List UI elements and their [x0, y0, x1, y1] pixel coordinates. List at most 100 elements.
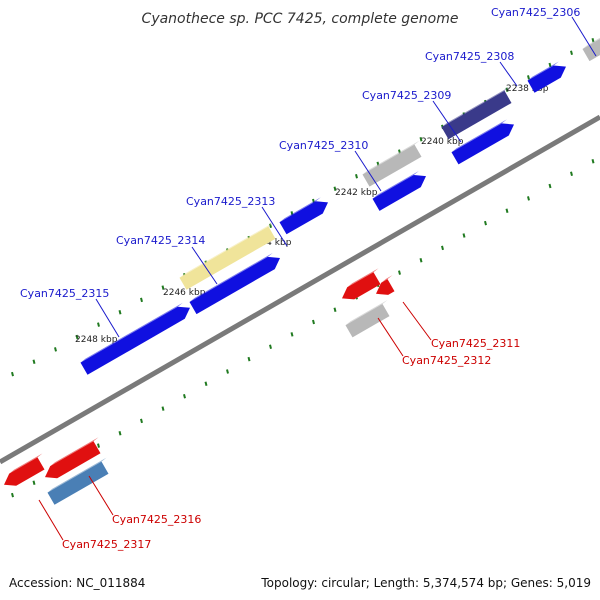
tick-lower — [269, 344, 272, 350]
gene-label-2317[interactable]: Cyan7425_2317 — [62, 538, 151, 551]
tick-lower — [183, 393, 186, 399]
tick-upper — [527, 75, 530, 80]
cds-2310[interactable] — [372, 171, 427, 211]
leader-line-2317 — [38, 499, 64, 541]
cds-2308[interactable] — [527, 61, 567, 93]
leader-lines — [38, 16, 597, 541]
cds-2311[interactable] — [376, 275, 395, 295]
tick-upper — [11, 371, 14, 377]
cds-2315-bevel — [80, 302, 183, 363]
tick-lower — [161, 406, 165, 411]
cds-2315[interactable] — [80, 302, 191, 375]
kbp-label-2248: 2248 kbp — [75, 335, 118, 345]
leader-line-2309 — [432, 100, 462, 143]
cds-2317-bevel — [9, 453, 43, 474]
tick-lower — [441, 245, 444, 251]
genome-summary-text: Topology: circular; Length: 5,374,574 bp… — [260, 576, 591, 590]
gene-2310-body — [362, 144, 422, 187]
tick-upper — [333, 186, 337, 191]
tick-upper — [97, 322, 100, 327]
tick-upper — [548, 62, 552, 68]
gene-label-2316[interactable]: Cyan7425_2316 — [112, 513, 201, 526]
gene-2316-body — [47, 461, 109, 505]
leader-line-2316 — [88, 475, 114, 516]
tick-lower — [505, 208, 509, 214]
cds-2316[interactable] — [45, 437, 101, 479]
gene-2311[interactable] — [345, 300, 390, 338]
cds-2313[interactable] — [279, 197, 329, 235]
cds-2309[interactable] — [451, 119, 515, 165]
gene-label-2313[interactable]: Cyan7425_2313 — [186, 195, 275, 208]
tick-lower — [548, 183, 552, 189]
cds-2314[interactable] — [189, 252, 281, 315]
leader-line-2311 — [402, 301, 432, 341]
cds-2310-bevel — [372, 171, 419, 199]
tick-lower — [32, 480, 36, 485]
gene-2309[interactable] — [441, 86, 512, 140]
gene-label-2312[interactable]: Cyan7425_2312 — [402, 354, 491, 367]
tick-upper — [118, 310, 122, 315]
kbp-label-2238: 2238 kbp — [506, 84, 549, 94]
leader-line-2308 — [499, 61, 518, 87]
leader-line-2310 — [354, 150, 382, 192]
tick-lower — [419, 257, 423, 263]
gene-label-2309[interactable]: Cyan7425_2309 — [362, 89, 451, 102]
cds-2311-bevel — [381, 275, 393, 283]
gene-features — [4, 37, 600, 505]
gene-2306-bevel — [582, 37, 600, 49]
cds-2316-body — [45, 441, 101, 479]
cds-2310-body — [372, 175, 426, 211]
cds-2315-body — [80, 306, 190, 375]
gene-label-2314[interactable]: Cyan7425_2314 — [116, 234, 205, 247]
cds-2314-bevel — [189, 252, 273, 302]
gene-label-2310[interactable]: Cyan7425_2310 — [279, 139, 368, 152]
cds-2312-body — [342, 272, 381, 300]
kbp-label-2244: 2244 kbp — [249, 238, 292, 248]
gene-2306-body — [582, 38, 600, 62]
cds-2309-bevel — [451, 119, 507, 153]
tick-lower — [118, 431, 122, 436]
leader-line-2306 — [571, 16, 597, 57]
cds-2317-body — [4, 457, 45, 486]
tick-marks — [11, 38, 595, 498]
gene-label-2308[interactable]: Cyan7425_2308 — [425, 50, 514, 63]
tick-upper — [355, 174, 358, 179]
cds-2317[interactable] — [4, 453, 45, 486]
tick-lower — [527, 196, 530, 201]
tick-lower — [312, 319, 315, 325]
tick-lower — [11, 492, 14, 498]
tick-lower — [333, 307, 337, 312]
tick-upper — [140, 297, 143, 303]
tick-upper — [75, 334, 79, 340]
cds-2308-body — [527, 65, 566, 93]
gene-2311-body — [345, 304, 390, 338]
tick-lower — [204, 381, 208, 387]
gene-2316-bevel — [47, 457, 107, 493]
gene-2311-bevel — [345, 300, 388, 326]
tick-upper — [54, 347, 57, 352]
cds-2308-bevel — [527, 61, 559, 81]
accession-text: Accession: NC_011884 — [9, 576, 145, 590]
tick-upper — [570, 50, 573, 55]
tick-lower — [591, 159, 595, 164]
cds-2311-body — [376, 279, 395, 295]
cds-2309-body — [451, 123, 514, 165]
gene-2309-bevel — [441, 86, 510, 128]
cds-2314-body — [189, 256, 280, 315]
tick-lower — [484, 220, 487, 226]
gene-label-2315[interactable]: Cyan7425_2315 — [20, 287, 109, 300]
kbp-label-2246: 2246 kbp — [163, 288, 206, 298]
cds-2316-bevel — [50, 437, 99, 467]
tick-lower — [97, 443, 100, 448]
gene-2310[interactable] — [362, 140, 422, 187]
cds-2312[interactable] — [342, 268, 381, 300]
map-title: Cyanothece sp. PCC 7425, complete genome — [142, 11, 459, 27]
cds-2312-bevel — [347, 268, 379, 288]
gene-2316[interactable] — [47, 457, 109, 505]
gene-2309-body — [441, 90, 512, 140]
genome-backbone — [0, 114, 600, 465]
tick-lower — [570, 171, 573, 176]
gene-label-2306[interactable]: Cyan7425_2306 — [491, 6, 580, 19]
gene-label-2311[interactable]: Cyan7425_2311 — [431, 337, 520, 350]
